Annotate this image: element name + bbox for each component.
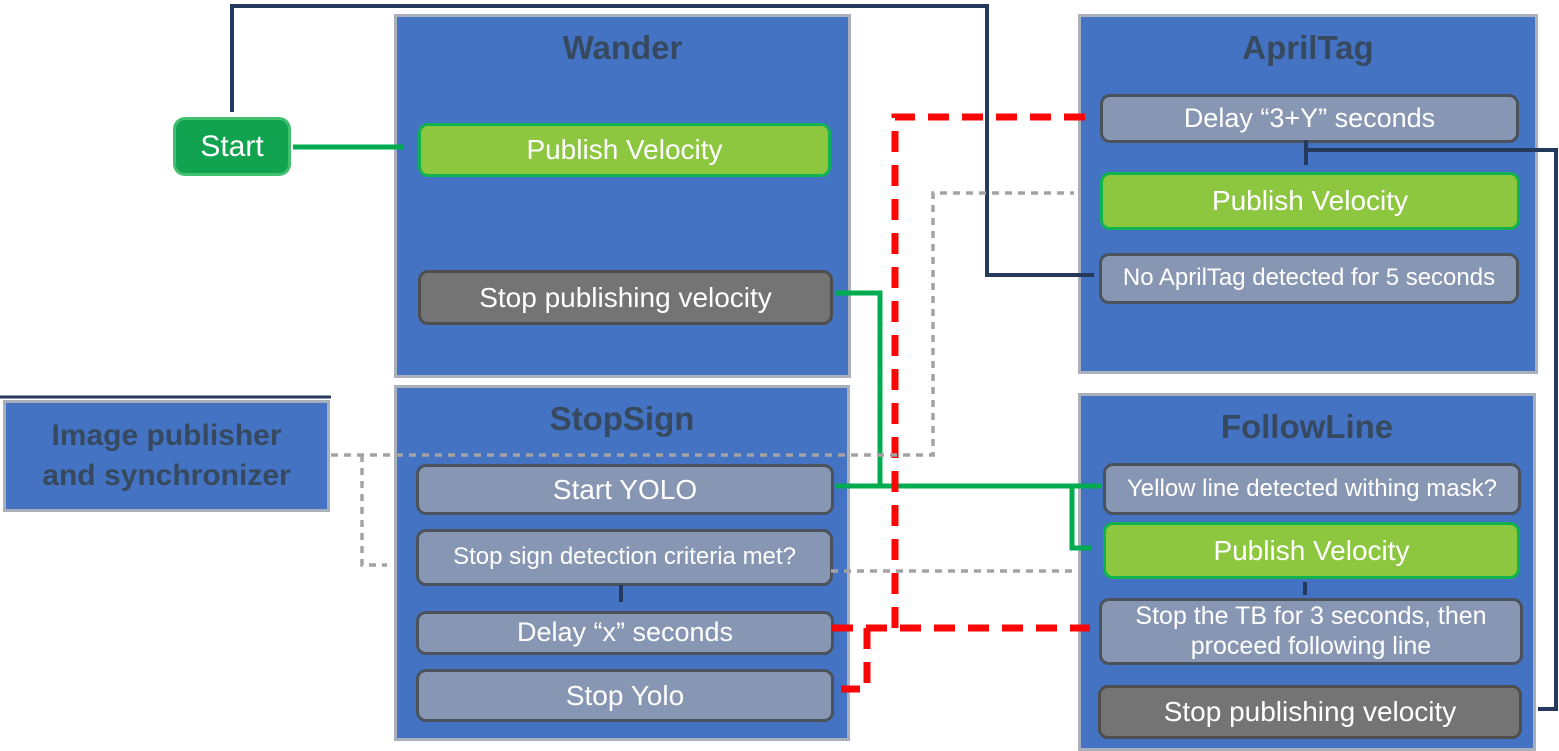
stopsign-start-yolo-label: Start YOLO	[552, 473, 698, 505]
stopsign-start-yolo-node: Start YOLO	[416, 464, 834, 515]
apriltag-title: AprilTag	[1242, 29, 1374, 66]
apriltag-no-tag-node: No AprilTag detected for 5 seconds	[1099, 253, 1519, 304]
image-publisher-node: Image publisher and synchronizer	[3, 400, 330, 512]
start-node: Start	[173, 117, 291, 176]
followline-stop-publishing-label: Stop publishing velocity	[1163, 696, 1457, 728]
followline-panel: FollowLine Yellow line detected withing …	[1078, 393, 1536, 751]
followline-publish-velocity-node: Publish Velocity	[1103, 522, 1520, 579]
start-label: Start	[200, 129, 264, 163]
followline-stop-tb-node: Stop the TB for 3 seconds, then proceed …	[1099, 598, 1523, 665]
apriltag-publish-velocity-label: Publish Velocity	[1211, 185, 1409, 217]
image-publisher-line2: and synchronizer	[42, 459, 291, 492]
followline-stop-tb-line2: proceed following line	[1190, 631, 1432, 660]
apriltag-publish-velocity-node: Publish Velocity	[1100, 172, 1520, 230]
wander-publish-velocity-node: Publish Velocity	[418, 123, 831, 177]
followline-yellow-line-label: Yellow line detected withing mask?	[1127, 474, 1497, 502]
wander-stop-publishing-node: Stop publishing velocity	[418, 270, 833, 325]
apriltag-delay-label: Delay “3+Y” seconds	[1183, 102, 1436, 133]
followline-title: FollowLine	[1220, 408, 1394, 445]
stopsign-stop-yolo-label: Stop Yolo	[565, 679, 685, 711]
wander-stop-publishing-label: Stop publishing velocity	[479, 281, 772, 313]
wander-publish-velocity-label: Publish Velocity	[526, 134, 723, 166]
stopsign-stop-yolo-node: Stop Yolo	[416, 669, 834, 722]
stopsign-delay-node: Delay “x” seconds	[416, 611, 834, 655]
followline-yellow-line-node: Yellow line detected withing mask?	[1103, 463, 1521, 515]
followline-stop-publishing-node: Stop publishing velocity	[1098, 685, 1522, 739]
followline-publish-velocity-label: Publish Velocity	[1213, 534, 1410, 566]
stopsign-criteria-node: Stop sign detection criteria met?	[416, 529, 833, 586]
apriltag-delay-node: Delay “3+Y” seconds	[1100, 94, 1519, 143]
wander-title: Wander	[562, 29, 683, 66]
stopsign-delay-label: Delay “x” seconds	[516, 617, 734, 648]
connector-imagepublisher-to-stopsign	[360, 455, 387, 567]
stopsign-title: StopSign	[549, 400, 695, 437]
apriltag-panel: AprilTag Delay “3+Y” seconds Publish Vel…	[1078, 14, 1538, 374]
wander-panel: Wander Publish Velocity Stop publishing …	[394, 14, 851, 378]
stopsign-panel: StopSign Start YOLO Stop sign detection …	[394, 385, 850, 741]
apriltag-no-tag-label: No AprilTag detected for 5 seconds	[1122, 264, 1496, 292]
stopsign-criteria-label: Stop sign detection criteria met?	[453, 543, 796, 571]
followline-stop-tb-line1: Stop the TB for 3 seconds, then	[1135, 602, 1487, 630]
connector-delayx-to-delay3y	[891, 113, 1088, 628]
image-publisher-line1: Image publisher	[51, 419, 282, 453]
